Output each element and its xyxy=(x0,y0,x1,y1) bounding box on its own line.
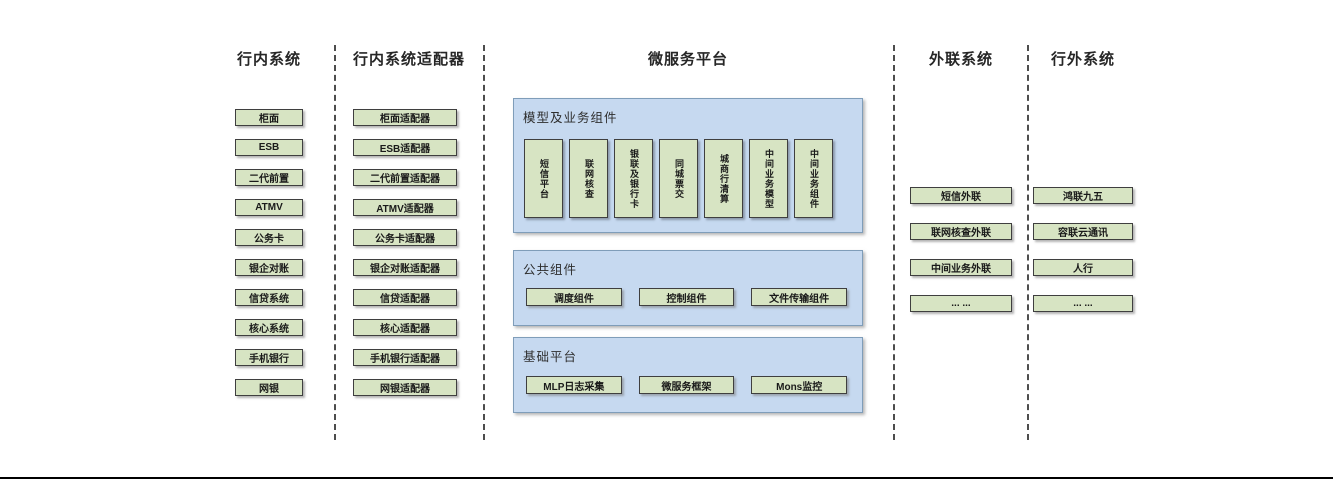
adapter-node: 信贷适配器 xyxy=(353,289,457,306)
outreach-system-node: 联网核查外联 xyxy=(910,223,1012,240)
header-microservice-platform: 微服务平台 xyxy=(647,51,729,68)
internal-system-node: 网银 xyxy=(235,379,303,396)
internal-system-node: 公务卡 xyxy=(235,229,303,246)
model-component-node: 中间业务模型 xyxy=(749,139,788,218)
adapter-node: 银企对账适配器 xyxy=(353,259,457,276)
base-platform-node: 微服务框架 xyxy=(638,376,735,394)
panel-common-components: 公共组件 调度组件控制组件文件传输组件 xyxy=(513,250,863,326)
column-separator-3 xyxy=(893,45,895,440)
adapter-node: 二代前置适配器 xyxy=(353,169,457,186)
common-component-node: 调度组件 xyxy=(526,288,622,306)
internal-system-node: 核心系统 xyxy=(235,319,303,336)
adapter-node: ESB适配器 xyxy=(353,139,457,156)
base-platform-node: MLP日志采集 xyxy=(526,376,622,394)
model-component-node: 中间业务组件 xyxy=(794,139,833,218)
outreach-system-node: ... ... xyxy=(910,295,1012,312)
internal-system-node: ESB xyxy=(235,139,303,156)
adapter-node: 核心适配器 xyxy=(353,319,457,336)
internal-systems-list: 柜面 ESB 二代前置 ATMV 公务卡银企对账信贷系统核心系统手机银行网银 xyxy=(235,109,303,396)
panel-model-label: 模型及业务组件 xyxy=(523,111,618,125)
panel-model-components: 模型及业务组件 短信平台联网核查银联及银行卡同城票交城商行清算中间业务模型中间业… xyxy=(513,98,863,233)
internal-system-node: 柜面 xyxy=(235,109,303,126)
panel-common-label: 公共组件 xyxy=(523,263,578,277)
base-platform-row: MLP日志采集微服务框架 Mons监控 xyxy=(526,376,848,394)
outreach-systems-list: 短信外联联网核查外联中间业务外联 ... ... xyxy=(910,187,1012,312)
model-component-node: 银联及银行卡 xyxy=(614,139,653,218)
header-internal-systems: 行内系统 xyxy=(236,51,302,68)
internal-adapters-list: 柜面适配器 ESB适配器二代前置适配器 ATMV适配器公务卡适配器银企对账适配器信贷… xyxy=(353,109,457,396)
common-components-row: 调度组件控制组件文件传输组件 xyxy=(526,288,848,306)
column-separator-4 xyxy=(1027,45,1029,440)
external-system-node: 容联云通讯 xyxy=(1033,223,1133,240)
panel-base-platform: 基础平台 MLP日志采集微服务框架 Mons监控 xyxy=(513,337,863,413)
internal-system-node: 二代前置 xyxy=(235,169,303,186)
outreach-system-node: 短信外联 xyxy=(910,187,1012,204)
panel-base-label: 基础平台 xyxy=(523,350,578,364)
adapter-node: 手机银行适配器 xyxy=(353,349,457,366)
internal-system-node: ATMV xyxy=(235,199,303,216)
external-systems-list: 鸿联九五容联云通讯人行 ... ... xyxy=(1033,187,1133,312)
adapter-node: 网银适配器 xyxy=(353,379,457,396)
adapter-node: ATMV适配器 xyxy=(353,199,457,216)
column-separator-1 xyxy=(334,45,336,440)
internal-system-node: 手机银行 xyxy=(235,349,303,366)
header-internal-adapters: 行内系统适配器 xyxy=(352,51,466,68)
external-system-node: ... ... xyxy=(1033,295,1133,312)
outreach-system-node: 中间业务外联 xyxy=(910,259,1012,276)
model-component-node: 短信平台 xyxy=(524,139,563,218)
column-separator-2 xyxy=(483,45,485,440)
common-component-node: 文件传输组件 xyxy=(751,288,848,306)
model-component-node: 城商行清算 xyxy=(704,139,743,218)
header-outreach-systems: 外联系统 xyxy=(928,51,994,68)
base-platform-node: Mons监控 xyxy=(751,376,848,394)
model-component-node: 联网核查 xyxy=(569,139,608,218)
common-component-node: 控制组件 xyxy=(638,288,735,306)
external-system-node: 人行 xyxy=(1033,259,1133,276)
adapter-node: 柜面适配器 xyxy=(353,109,457,126)
bottom-border-line xyxy=(0,477,1333,479)
internal-system-node: 银企对账 xyxy=(235,259,303,276)
internal-system-node: 信贷系统 xyxy=(235,289,303,306)
adapter-node: 公务卡适配器 xyxy=(353,229,457,246)
external-system-node: 鸿联九五 xyxy=(1033,187,1133,204)
header-external-systems: 行外系统 xyxy=(1050,51,1116,68)
model-component-node: 同城票交 xyxy=(659,139,698,218)
model-components-row: 短信平台联网核查银联及银行卡同城票交城商行清算中间业务模型中间业务组件 xyxy=(524,139,833,218)
